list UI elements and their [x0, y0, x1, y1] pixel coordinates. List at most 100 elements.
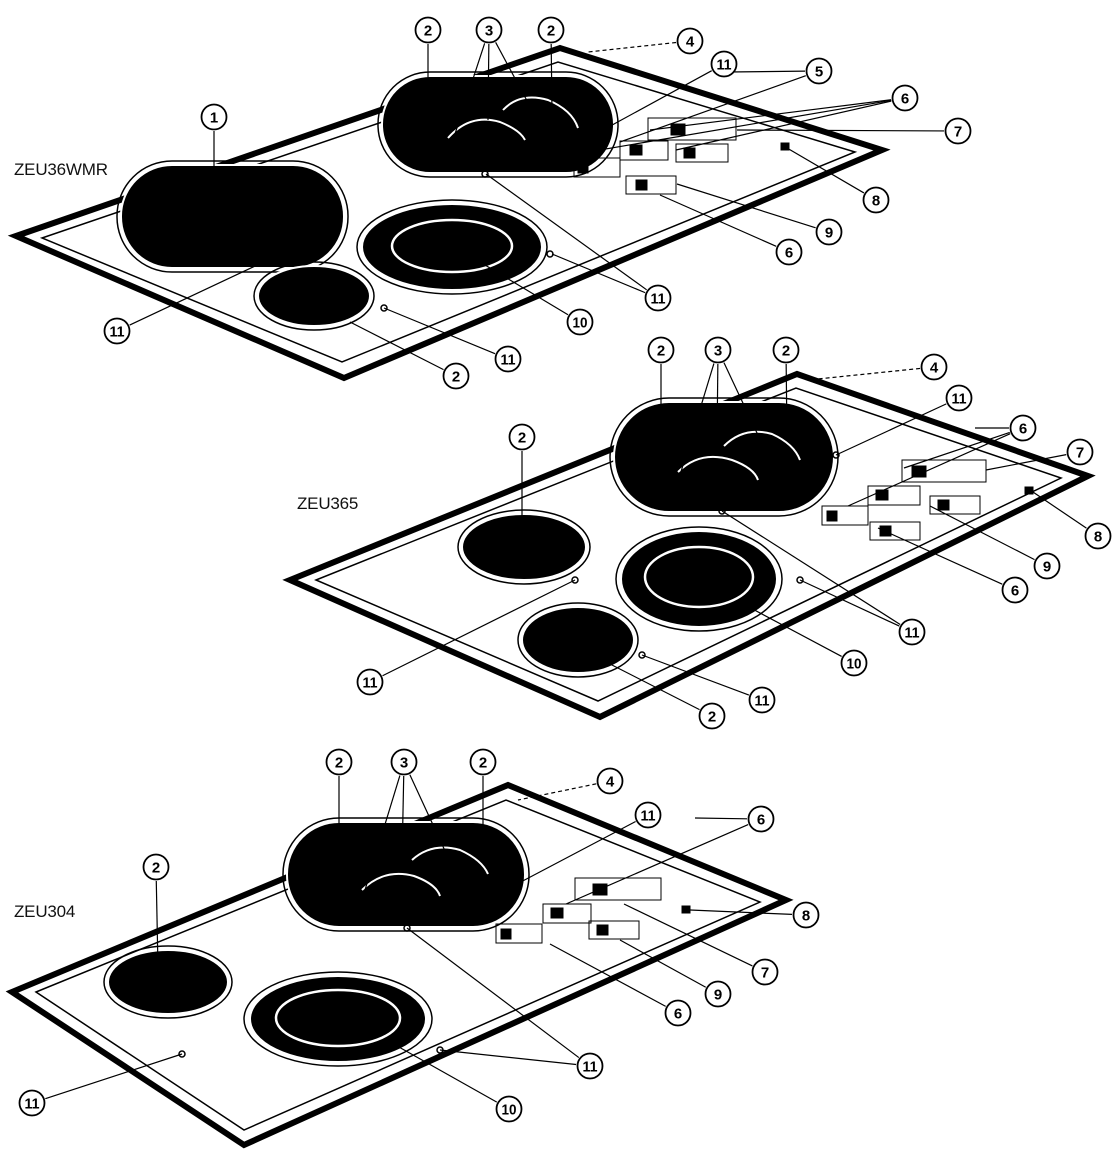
callout-circle — [815, 218, 843, 246]
element-bridge-ring — [116, 160, 349, 273]
leader-line — [786, 147, 865, 194]
inner-ring-left — [447, 118, 526, 141]
callout-number: 6 — [785, 245, 793, 262]
callout-2: 2 — [772, 336, 800, 364]
element-large-round-inner — [274, 988, 402, 1048]
callout-circle — [537, 16, 565, 44]
model-label-zeu365: ZEU365 — [297, 494, 359, 513]
element-large-round-inner — [390, 218, 514, 274]
callout-9: 9 — [1033, 552, 1061, 580]
callout-circle — [566, 308, 594, 336]
element-small-round — [107, 949, 229, 1015]
leader-line — [406, 927, 580, 1059]
leader-line — [409, 774, 453, 867]
leader-line — [439, 1049, 577, 1066]
callout-number: 11 — [363, 675, 378, 692]
callout-2: 2 — [469, 748, 497, 776]
inner-ring-right — [723, 430, 801, 461]
callout-2: 2 — [442, 362, 470, 390]
callout-6: 6 — [1001, 576, 1029, 604]
leader-line — [587, 41, 677, 53]
callout-number: 2 — [657, 343, 665, 360]
element-large-round-inner — [643, 545, 755, 609]
callout-circle — [664, 999, 692, 1027]
inner-ring-left — [361, 872, 441, 897]
element-small-round-ring — [517, 602, 639, 678]
leader-line — [551, 253, 646, 294]
leader-line — [721, 510, 901, 625]
cooktop-zeu365 — [282, 370, 1096, 721]
callout-number: 11 — [717, 57, 732, 74]
element-large-round-ring — [615, 526, 783, 632]
leader-lines — [45, 41, 1087, 1103]
callout-number: 3 — [714, 343, 722, 360]
callout-circle — [576, 1052, 604, 1080]
leader-line — [744, 604, 842, 657]
callout-number: 10 — [573, 315, 588, 332]
callout-number: 6 — [674, 1006, 682, 1023]
element-small-round-ring — [103, 945, 233, 1019]
callout-number: 4 — [606, 774, 615, 791]
leader-line — [799, 579, 900, 627]
control-panel — [495, 877, 691, 944]
leader-line — [835, 403, 947, 456]
leader-line — [550, 43, 553, 111]
callout-number: 11 — [952, 391, 967, 408]
callout-circle — [945, 384, 973, 412]
leader-line — [364, 775, 401, 891]
element-large-round — [361, 203, 543, 291]
callout-circle — [1009, 414, 1037, 442]
callout-number: 8 — [872, 193, 880, 210]
callout-circle — [751, 958, 779, 986]
leader-line — [129, 227, 337, 326]
callout-2: 2 — [508, 423, 536, 451]
leader-line — [675, 100, 892, 151]
leader-line — [389, 1041, 498, 1103]
callout-circle — [862, 186, 890, 214]
callout-circle — [772, 336, 800, 364]
callout-circle — [469, 748, 497, 776]
callout-circle — [805, 57, 833, 85]
element-upper-round — [461, 513, 587, 581]
inner-ring-right — [502, 96, 579, 129]
callout-circle — [414, 16, 442, 44]
indicator-lights — [332, 126, 607, 312]
leader-line — [45, 1053, 183, 1100]
callout-11: 11 — [356, 668, 384, 696]
callout-5: 5 — [805, 57, 833, 85]
leader-line — [689, 909, 793, 915]
callout-circle — [18, 1089, 46, 1117]
callout-10: 10 — [840, 649, 868, 677]
callout-number: 2 — [335, 755, 343, 772]
callout-11: 11 — [710, 50, 738, 78]
leader-line — [679, 363, 715, 476]
leader-line — [649, 99, 892, 131]
leader-line — [716, 363, 719, 445]
inner-ring-left — [677, 456, 759, 481]
leader-line — [401, 775, 405, 863]
leader-line — [847, 433, 1011, 507]
callout-6: 6 — [664, 999, 692, 1027]
callout-circle — [704, 980, 732, 1008]
callout-4: 4 — [596, 767, 624, 795]
callout-circle — [103, 317, 131, 345]
leader-line — [565, 824, 749, 905]
callout-circle — [747, 805, 775, 833]
callout-circle — [596, 767, 624, 795]
leader-line — [929, 505, 1035, 561]
element-small-round-ring — [253, 261, 375, 331]
callout-number: 11 — [905, 625, 920, 642]
callout-number: 10 — [502, 1102, 517, 1119]
callout-number: 11 — [25, 1096, 40, 1113]
callout-number: 2 — [152, 860, 160, 877]
callout-number: 11 — [501, 352, 516, 369]
callout-8: 8 — [792, 901, 820, 929]
leader-line — [676, 183, 816, 229]
callout-3: 3 — [475, 16, 503, 44]
leader-line — [619, 939, 707, 988]
callout-circle — [1066, 438, 1094, 466]
callout-11: 11 — [644, 284, 672, 312]
model-label-zeu36wmr: ZEU36WMR — [14, 160, 108, 179]
callout-11: 11 — [576, 1052, 604, 1080]
callout-circle — [891, 84, 919, 112]
